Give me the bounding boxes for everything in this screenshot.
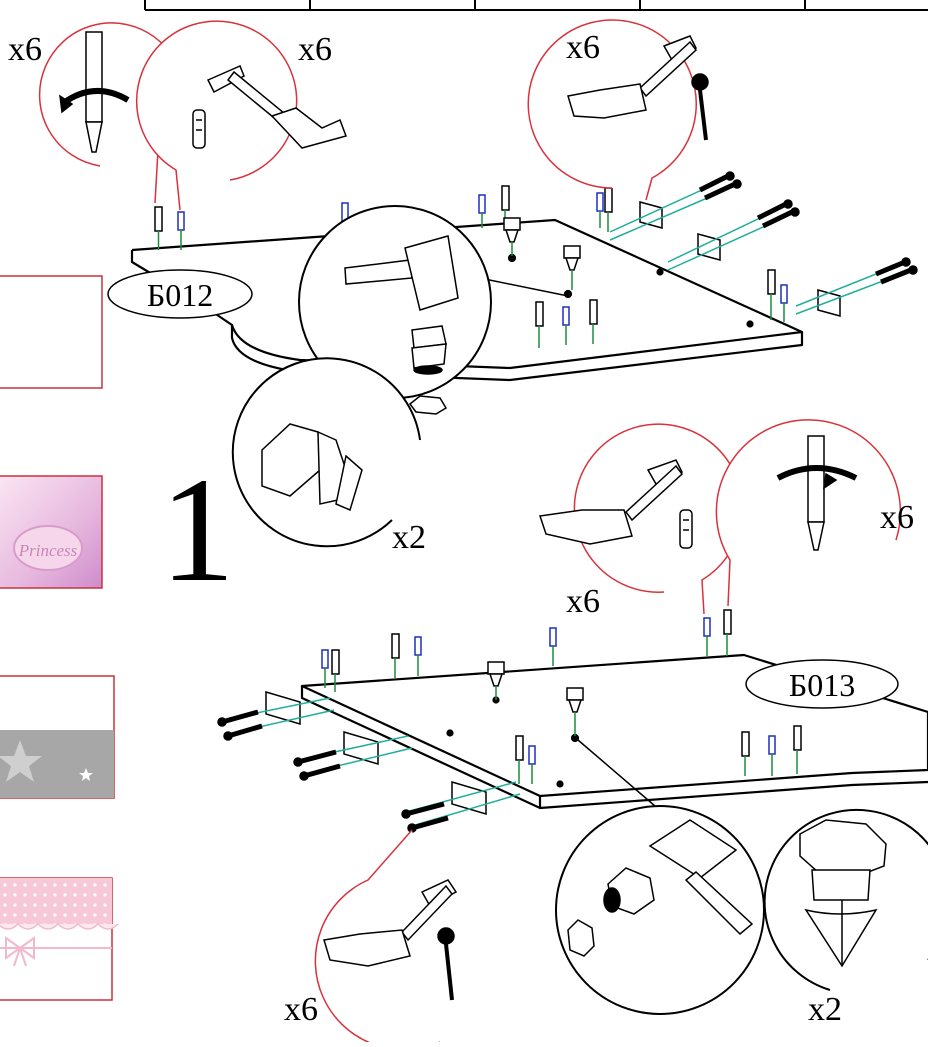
qty-foot-top: x2 (392, 519, 426, 556)
hammer-icon (567, 35, 698, 119)
callout-foot-install-top (298, 205, 569, 415)
bracket-icon (609, 171, 742, 241)
screw-icon (154, 206, 163, 250)
hammer-icon (344, 235, 459, 311)
foot-icon (487, 661, 505, 700)
callout-hammer-nail-bottom (314, 829, 458, 1047)
callout-hammer-dowel-right (539, 423, 744, 615)
qty-nail-bottom: x6 (284, 991, 318, 1028)
dowel-icon (679, 509, 693, 549)
hammer-icon (323, 879, 458, 967)
foot-icon (408, 325, 448, 415)
screw-icon (515, 735, 524, 784)
screwdriver-icon (776, 435, 858, 551)
swatch-princess-label: Princess (18, 541, 78, 560)
foot-icon (563, 245, 581, 290)
foot-icon (503, 217, 521, 256)
bracket-icon (217, 690, 335, 741)
screw-icon (741, 731, 750, 776)
callout-foot-detail-top (231, 357, 421, 548)
nail-icon (437, 927, 455, 1001)
fasteners-bottom-panel (321, 609, 802, 784)
qty-screw-right: x6 (880, 499, 914, 536)
hammer-icon (539, 459, 684, 545)
bracket-icon (293, 730, 413, 781)
foot-icon (566, 687, 584, 736)
screw-icon (331, 649, 340, 692)
foot-icon (261, 423, 363, 512)
part-label-b013: Б013 (745, 659, 899, 709)
qty-dowel-right: x6 (566, 583, 600, 620)
dowel-icon (780, 284, 788, 322)
qty-dowel-top-left: x6 (298, 31, 332, 68)
hammer-icon (648, 819, 754, 936)
qty-nail-top: x6 (566, 29, 600, 66)
swatch-stars (0, 675, 115, 799)
dowel-icon (528, 745, 536, 784)
nail-icon (691, 73, 709, 141)
dowel-icon (596, 192, 604, 228)
foot-icon (799, 819, 887, 968)
foot-icon (567, 867, 655, 957)
part-label-b012: Б012 (107, 269, 253, 319)
qty-foot-bottom: x2 (808, 991, 842, 1028)
callout-foot-install-bottom (555, 739, 765, 1015)
screw-icon (589, 299, 598, 344)
dowel-icon (768, 735, 776, 776)
screw-icon (793, 725, 802, 774)
swatch-princess: Princess (0, 475, 103, 589)
brackets-top-panel (609, 171, 918, 317)
bracket-icon (795, 257, 918, 317)
header-table-fragment (144, 0, 928, 11)
bracket-icon (667, 199, 800, 271)
brackets-bottom-panel (217, 690, 521, 833)
dowel-icon (478, 194, 486, 228)
dowel-icon (321, 649, 329, 688)
step-number: 1 (160, 447, 235, 613)
callout-hammer-nail-top (527, 19, 709, 201)
swatch-plain (0, 275, 103, 389)
screw-icon (604, 187, 613, 232)
dowel-icon (549, 627, 557, 666)
swatch-dots-bow (0, 877, 119, 1001)
hammer-icon (206, 65, 347, 149)
screw-icon (723, 609, 732, 656)
callout-foot-detail-bottom (763, 808, 928, 991)
qty-screw-top-left: x6 (8, 31, 42, 68)
screw-icon (535, 301, 544, 348)
callout-screwdriver-right (715, 419, 902, 607)
dowel-icon (192, 109, 206, 149)
dowel-icon (177, 211, 185, 250)
screw-icon (391, 633, 400, 678)
callout-hammer-dowel-top (135, 20, 347, 211)
dowel-icon (414, 636, 422, 676)
fasteners-top-panel (154, 185, 788, 348)
screwdriver-icon (59, 31, 130, 153)
part-b013-text: Б013 (789, 667, 855, 703)
screw-icon (767, 269, 776, 320)
part-b012-text: Б012 (147, 277, 213, 313)
dowel-icon (703, 617, 711, 656)
dowel-icon (562, 306, 570, 345)
